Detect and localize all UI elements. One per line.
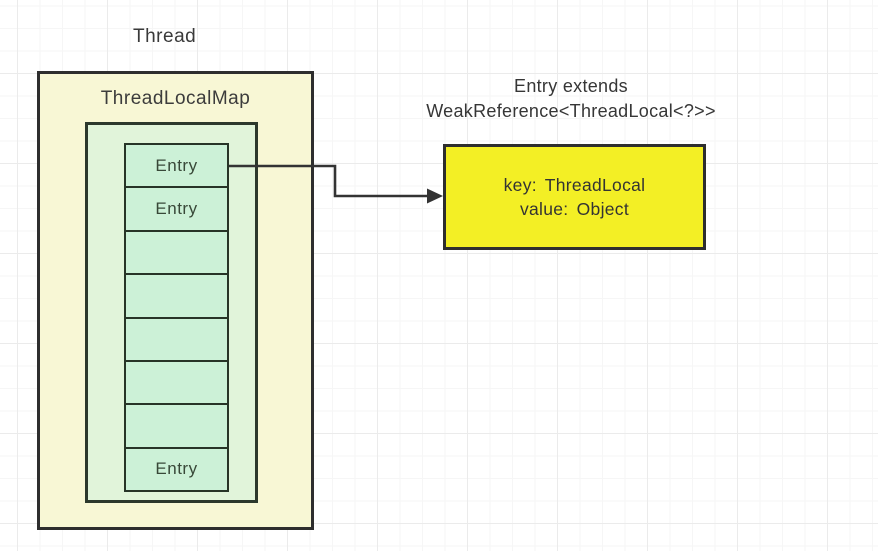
- entry-detail-box: key: ThreadLocal value: Object: [443, 144, 706, 250]
- entry-key-line: key: ThreadLocal: [503, 175, 646, 195]
- entry-slot-8: Entry: [126, 448, 227, 490]
- entry-note: Entry extends WeakReference<ThreadLocal<…: [395, 74, 747, 123]
- entry-slot-stack: Entry Entry Entry: [124, 143, 229, 492]
- entry-slot-1: Entry: [126, 145, 227, 189]
- entry-slot-5: [126, 318, 227, 362]
- entry-value-line: value: Object: [519, 199, 630, 219]
- threadlocalmap-title: ThreadLocalMap: [100, 88, 251, 109]
- entry-note-line1: Entry extends: [514, 76, 628, 96]
- entry-note-line2: WeakReference<ThreadLocal<?>>: [426, 100, 716, 121]
- entry-slot-3: [126, 231, 227, 276]
- entry-slot-6: [126, 361, 227, 406]
- entry-slot-4: [126, 275, 227, 319]
- entry-slot-7: [126, 405, 227, 449]
- thread-label: Thread: [133, 26, 197, 47]
- entry-slot-2: Entry: [126, 188, 227, 232]
